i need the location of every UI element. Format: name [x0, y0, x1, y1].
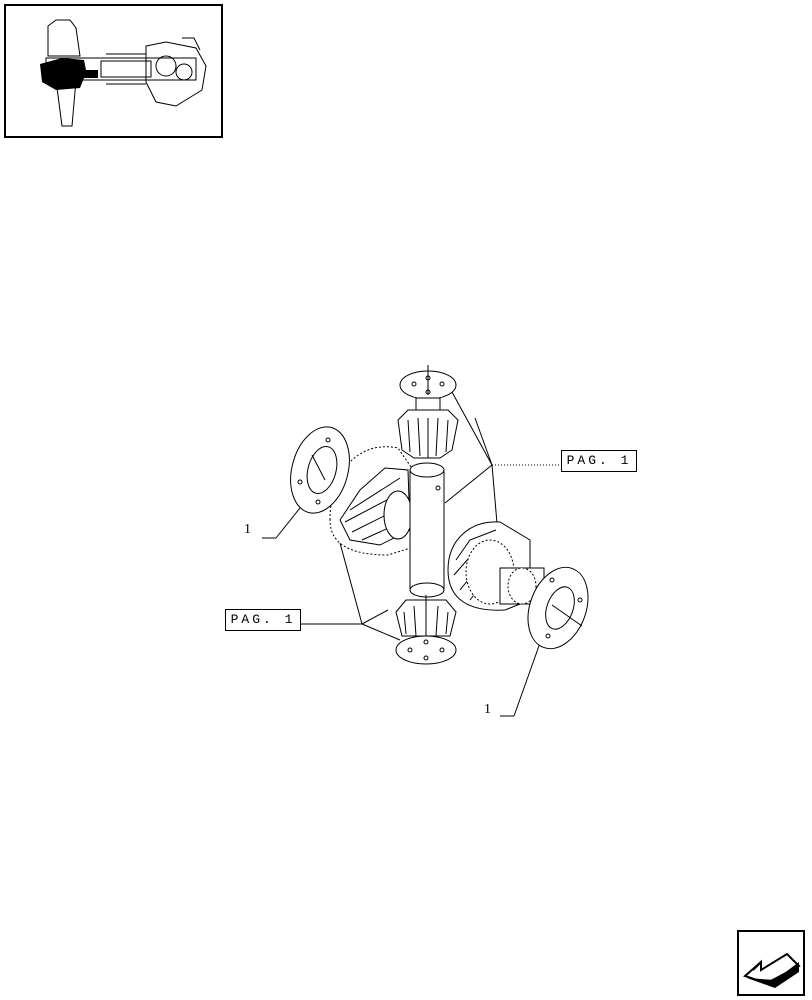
- page-reference-left[interactable]: PAG. 1: [225, 609, 301, 631]
- thrust-washer-left: [290, 426, 350, 514]
- pinion-gear-bottom: [395, 595, 457, 665]
- side-gear-right: [447, 521, 545, 611]
- callout-item-bottom: 1: [484, 702, 491, 717]
- previous-page-arrow-icon: [743, 952, 801, 988]
- axle-assembly-thumbnail: [40, 19, 207, 127]
- page-reference-right[interactable]: PAG. 1: [561, 450, 637, 472]
- thrust-washer-right: [527, 566, 589, 650]
- previous-page-button[interactable]: [737, 930, 805, 996]
- cross-shaft: [409, 462, 445, 598]
- callout-item-left: 1: [244, 522, 251, 537]
- pinion-gear-top: [397, 365, 459, 459]
- page-reference-left-label: PAG. 1: [230, 612, 296, 627]
- page-reference-right-label: PAG. 1: [566, 453, 632, 468]
- axle-overview-thumbnail[interactable]: [4, 4, 223, 138]
- leader-lines: [262, 391, 560, 717]
- side-gear-left: [329, 446, 421, 556]
